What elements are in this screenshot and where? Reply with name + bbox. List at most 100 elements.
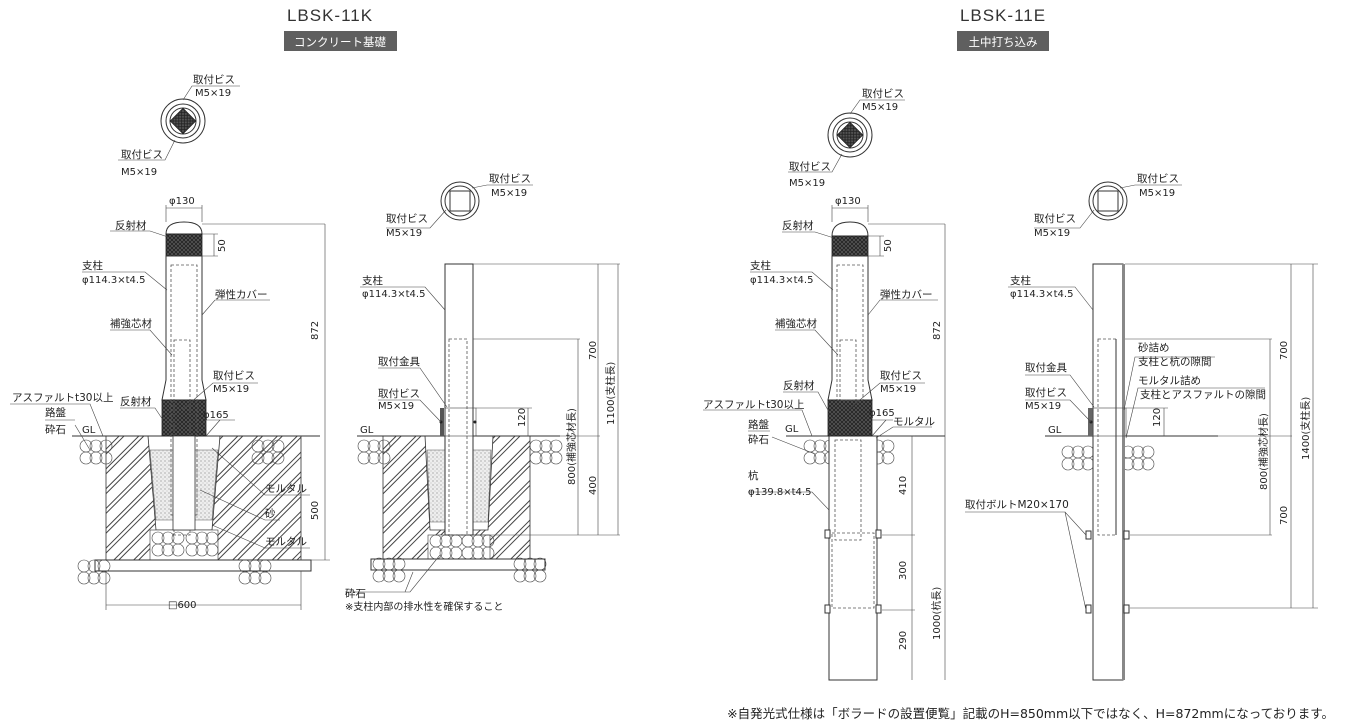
- dim-label: 50: [217, 239, 228, 252]
- label: 反射材: [120, 395, 152, 408]
- dim-label: φ130: [169, 196, 195, 207]
- title-right: LBSK-11E 土中打ち込み: [957, 6, 1049, 51]
- label: φ139.8×t4.5: [748, 487, 811, 498]
- label: 取付ビス: [1025, 386, 1067, 399]
- label: 支柱とアスファルトの隙間: [1140, 388, 1266, 401]
- label: φ114.3×t4.5: [1010, 289, 1073, 300]
- label: 取付ビス: [193, 73, 235, 86]
- top-view-11k: 取付ビス M5×19 取付ビス M5×19: [118, 73, 240, 178]
- dim-label: 700: [588, 341, 599, 360]
- dim-label: 1400(支柱長): [1299, 397, 1312, 460]
- dim-label: 800(補強芯材長): [1257, 413, 1270, 490]
- label: M5×19: [880, 384, 916, 395]
- dim-label: 872: [310, 321, 321, 340]
- gl-label: GL: [1048, 425, 1062, 436]
- label: M5×19: [1139, 188, 1175, 199]
- drain-note: ※支柱内部の排水性を確保すること: [345, 600, 503, 613]
- label: M5×19: [195, 88, 231, 99]
- dim-label: 872: [932, 321, 943, 340]
- label: 取付ビス: [1137, 172, 1179, 185]
- top-view-11e: 取付ビス M5×19 取付ビス M5×19: [788, 87, 905, 189]
- label: アスファルトt30以上: [12, 392, 113, 404]
- dim-label: 290: [898, 631, 909, 650]
- label: 砕石: [748, 434, 769, 446]
- label: 取付ビス: [862, 87, 904, 100]
- label: 取付ビス: [121, 148, 163, 161]
- label: M5×19: [386, 228, 422, 239]
- label: 取付金具: [1025, 361, 1067, 374]
- dim-label: 120: [517, 408, 528, 427]
- label: φ114.3×t4.5: [82, 275, 145, 286]
- label: 路盤: [748, 418, 769, 431]
- label: 取付ビス: [489, 172, 531, 185]
- dim-label: 500: [310, 501, 321, 520]
- label: モルタル詰め: [1138, 374, 1201, 387]
- model-name: LBSK-11K: [287, 6, 373, 25]
- label: 砂: [265, 507, 276, 520]
- label: 砕石: [45, 424, 66, 436]
- label: モルタル: [265, 483, 307, 495]
- label: 砕石: [345, 588, 366, 600]
- label: 支柱と杭の隙間: [1138, 355, 1212, 368]
- pipe-view-11e: 取付ビス M5×19 取付ビス M5×19 120 700 700 800(補強…: [965, 172, 1318, 681]
- label: 支柱: [362, 274, 383, 287]
- label: M5×19: [491, 188, 527, 199]
- title-left: LBSK-11K コンクリート基礎: [284, 6, 397, 51]
- method-label: コンクリート基礎: [294, 35, 386, 49]
- gl-label: GL: [785, 424, 799, 435]
- gl-label: GL: [360, 425, 374, 436]
- label: 取付ボルトM20×170: [965, 498, 1069, 511]
- label: 反射材: [782, 219, 814, 232]
- label: φ165: [869, 408, 895, 419]
- model-name: LBSK-11E: [960, 6, 1046, 25]
- dim-label: 1000(杭長): [930, 587, 943, 640]
- label: 取付ビス: [789, 160, 831, 173]
- label: M5×19: [1034, 228, 1070, 239]
- label: φ114.3×t4.5: [362, 289, 425, 300]
- dim-label: □600: [168, 600, 197, 611]
- label: 支柱: [1010, 274, 1032, 287]
- dim-label: 800(補強芯材長): [565, 408, 578, 485]
- label: M5×19: [789, 178, 825, 189]
- method-badge: [957, 31, 1049, 51]
- footnote: ※自発光式仕様は「ボラードの設置便覧」記載のH=850mm以下ではなく、H=87…: [727, 706, 1334, 721]
- label: M5×19: [213, 384, 249, 395]
- method-badge: [284, 31, 397, 51]
- label: モルタル: [265, 536, 307, 548]
- label: 取付ビス: [1034, 212, 1076, 225]
- dim-label: 700: [1279, 341, 1290, 360]
- dim-label: 300: [898, 561, 909, 580]
- label: 反射材: [115, 219, 147, 232]
- dim-label: 120: [1152, 408, 1163, 427]
- label: 弾性カバー: [880, 288, 933, 301]
- label: 砂詰め: [1138, 341, 1170, 354]
- label: 取付ビス: [378, 387, 420, 400]
- label: 弾性カバー: [215, 288, 268, 301]
- label: M5×19: [378, 401, 414, 412]
- label: モルタル: [893, 416, 935, 428]
- label: 路盤: [45, 406, 66, 419]
- dim-label: 700: [1279, 506, 1290, 525]
- label: 支柱: [82, 259, 103, 272]
- label: 杭: [748, 469, 759, 482]
- label: 支柱: [750, 259, 771, 272]
- label: 取付金具: [378, 355, 420, 368]
- label: 取付ビス: [213, 369, 255, 382]
- label: 反射材: [783, 379, 815, 392]
- label: M5×19: [121, 167, 157, 178]
- label: アスファルトt30以上: [703, 399, 804, 411]
- dim-label: 400: [588, 476, 599, 495]
- label: 補強芯材: [775, 317, 817, 330]
- dim-label: 50: [883, 239, 894, 252]
- dim-label: φ130: [835, 196, 861, 207]
- pipe-view-11k: 取付ビス M5×19 取付ビス M5×19 120 700 400 800(補強…: [345, 172, 620, 613]
- dim-label: 410: [898, 476, 909, 495]
- method-label: 土中打ち込み: [969, 35, 1038, 49]
- gl-label: GL: [82, 425, 96, 436]
- elevation-11k: φ130 50 872 500 □600 反射材 支柱 φ114.3×t4.5 …: [10, 196, 330, 611]
- dim-label: 1100(支柱長): [604, 362, 617, 425]
- label: 取付ビス: [880, 369, 922, 382]
- label: M5×19: [862, 102, 898, 113]
- label: M5×19: [1025, 401, 1061, 412]
